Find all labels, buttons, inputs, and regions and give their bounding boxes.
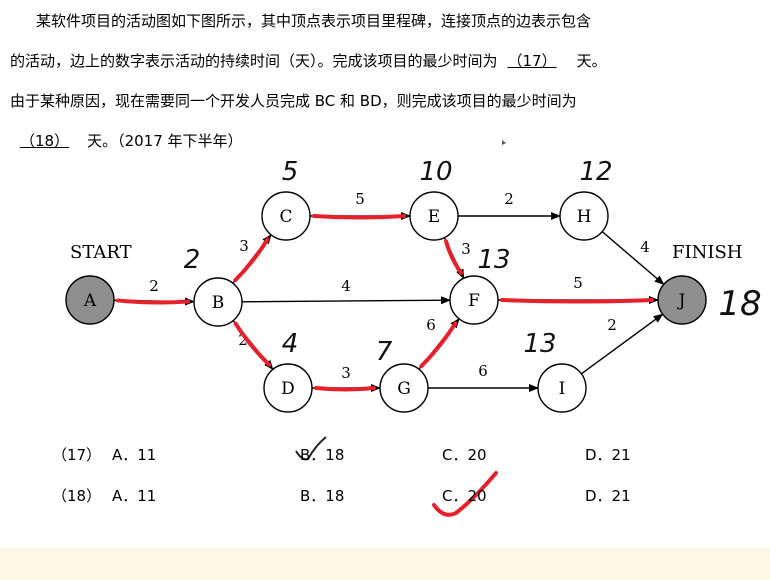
- node-label-c: C: [279, 207, 292, 227]
- node-c: [261, 191, 311, 241]
- handwritten-note-b: 2: [184, 245, 201, 275]
- question-line-2-text: 的活动，边上的数字表示活动的持续时间（天）。完成该项目的最少时间为: [10, 52, 498, 70]
- handwritten-note-g: 7: [376, 337, 393, 367]
- edge-weight-g-i: 6: [478, 362, 488, 380]
- node-label-f: F: [468, 291, 480, 311]
- option-18-a: A．11: [112, 487, 157, 505]
- options-row-18: （18）: [52, 485, 101, 506]
- node-label-d: D: [281, 379, 295, 399]
- edge-weight-d-g: 3: [341, 364, 351, 382]
- edge-b-f: [241, 296, 452, 305]
- handwritten-note-f: 13: [477, 245, 510, 275]
- question-line-3: 由于某种原因，现在需要同一个开发人员完成 BC 和 BD，则完成该项目的最少时间…: [10, 92, 577, 110]
- highlight-g-f: [419, 321, 458, 369]
- option-17-a: A．11: [112, 446, 157, 464]
- handwritten-notes: 2 5 10 12 13 4 7 13 18: [184, 157, 762, 367]
- edge-weight-e-f: 3: [461, 240, 471, 258]
- node-b: [193, 277, 243, 327]
- handwritten-note-c: 5: [282, 157, 299, 187]
- option-18-b: B．18: [300, 487, 345, 505]
- nodes: A B C D E F G H I J: [65, 191, 707, 413]
- handwritten-note-h: 12: [579, 157, 612, 187]
- question-line-2: 的活动，边上的数字表示活动的持续时间（天）。完成该项目的最少时间为 （17） 天。: [10, 46, 607, 76]
- edge-weight-g-f: 6: [426, 316, 436, 334]
- handwritten-note-e: 10: [419, 157, 452, 187]
- question-line-2-tail: 天。: [576, 52, 607, 70]
- highlight-f-j: [500, 298, 654, 304]
- handwritten-note-i: 13: [523, 329, 556, 359]
- option-17-label: （17）: [52, 446, 102, 464]
- highlight-b-c: [233, 237, 270, 283]
- highlight-d-g: [314, 386, 376, 392]
- edge-weight-b-f: 4: [341, 277, 351, 295]
- blank-18: （18）: [20, 132, 70, 150]
- node-label-e: E: [428, 207, 440, 227]
- question-line-4-tail: 天。（2017 年下半年）: [87, 132, 243, 150]
- edge-weight-b-c: 3: [239, 237, 249, 255]
- edge-weight-e-h: 2: [504, 190, 514, 208]
- node-g: [379, 363, 429, 413]
- node-label-j: J: [677, 291, 686, 311]
- edge-weight-h-j: 4: [640, 238, 650, 256]
- node-label-g: G: [397, 379, 411, 399]
- options-row-17: （17）: [52, 444, 101, 465]
- start-label: START: [70, 242, 132, 263]
- node-label-a: A: [83, 291, 97, 311]
- finish-label: FINISH: [672, 242, 743, 263]
- node-label-i: I: [559, 379, 566, 399]
- node-a: [65, 275, 115, 325]
- critical-path-highlight: [115, 214, 654, 392]
- question-line-4: （18） 天。（2017 年下半年）: [10, 126, 243, 156]
- node-f: [449, 275, 499, 325]
- edge-weight-b-d: 2: [238, 331, 248, 349]
- edge-i-j: [580, 313, 664, 375]
- activity-diagram: 2 3 4 2 5 2 3 4 5 3 6 6 2 A B C D E F G H I J START FINISH 2 5…: [65, 140, 762, 517]
- edge-weight-i-j: 2: [607, 316, 617, 334]
- edge-h-j: [601, 231, 665, 286]
- option-17-b: B．18: [300, 446, 345, 464]
- question-line-1: 某软件项目的活动图如下图所示，其中顶点表示项目里程碑，连接顶点的边表示包含: [36, 12, 592, 30]
- handwritten-note-j: 18: [718, 284, 761, 324]
- option-17-c: C．20: [442, 446, 487, 464]
- pencil-check-mark: [295, 436, 327, 461]
- option-18-label: （18）: [52, 487, 102, 505]
- option-18-d: D．21: [585, 487, 631, 505]
- node-i: [537, 363, 587, 413]
- node-label-h: H: [577, 207, 592, 227]
- bottom-band: [0, 548, 770, 580]
- node-d: [263, 363, 313, 413]
- answer-check-mark: [432, 471, 498, 517]
- node-h: [559, 191, 609, 241]
- edge-weight-c-e: 5: [355, 190, 365, 208]
- option-17-d: D．21: [585, 446, 631, 464]
- edge-weight-a-b: 2: [149, 277, 159, 295]
- highlight-a-b: [115, 298, 191, 305]
- handwritten-note-d: 4: [282, 329, 299, 359]
- node-j: [657, 275, 707, 325]
- option-18-c: C．20: [442, 487, 487, 505]
- highlight-e-f: [444, 239, 464, 275]
- cursor-icon: [502, 140, 506, 145]
- highlight-b-d: [233, 321, 272, 367]
- edge-weight-f-j: 5: [573, 274, 583, 292]
- blank-17: （17）: [507, 52, 557, 70]
- highlight-c-e: [312, 214, 406, 220]
- node-label-b: B: [212, 293, 225, 313]
- node-e: [409, 191, 459, 241]
- labels: START FINISH: [70, 242, 743, 263]
